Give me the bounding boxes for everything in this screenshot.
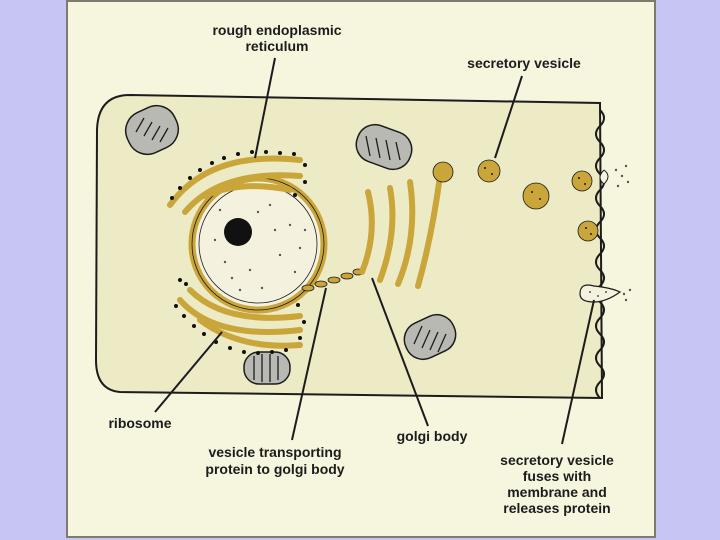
leader-fuses — [561, 299, 595, 445]
mitochondrion-4 — [243, 351, 291, 385]
leader-ribosome — [154, 331, 223, 413]
golgi-stack — [359, 173, 443, 289]
golgi-bud — [432, 161, 454, 183]
wavy-membrane — [595, 109, 605, 399]
nucleus — [188, 174, 328, 314]
mitochondrion-2 — [355, 123, 413, 171]
ribosomes — [170, 150, 307, 355]
leader-secretory-vesicle — [494, 75, 523, 159]
mitochondrion-3 — [403, 313, 457, 361]
label-rough-er-1: rough endoplasmic — [212, 22, 341, 38]
label-secretory-vesicle: secretory vesicle — [467, 55, 581, 71]
leader-vesicle-transport — [291, 287, 327, 441]
leader-rough-er — [254, 57, 276, 159]
rough-er — [167, 155, 303, 349]
label-ribosome: ribosome — [108, 415, 171, 431]
label-vesicle-transport-1: vesicle transporting — [208, 444, 341, 460]
label-fuses-3: membrane and — [507, 484, 607, 500]
leader-golgi — [371, 277, 429, 427]
label-golgi-body: golgi body — [397, 428, 468, 444]
label-fuses-4: releases protein — [503, 500, 610, 516]
nucleolus — [224, 218, 252, 246]
label-fuses-1: secretory vesicle — [500, 452, 614, 468]
released-protein — [579, 164, 632, 303]
label-rough-er-2: reticulum — [245, 38, 308, 54]
label-fuses-2: fuses with — [523, 468, 591, 484]
secretory-vesicles — [477, 159, 599, 242]
mitochondrion-1 — [124, 104, 180, 156]
transport-vesicles — [301, 268, 364, 292]
cell-membrane — [94, 93, 604, 400]
label-vesicle-transport-2: protein to golgi body — [205, 461, 344, 477]
